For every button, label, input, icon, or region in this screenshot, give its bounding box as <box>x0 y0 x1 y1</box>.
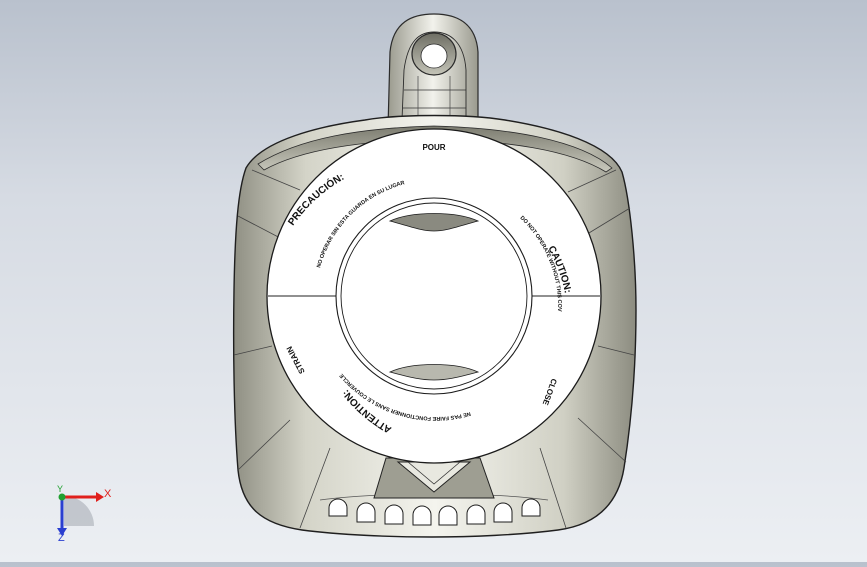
vent-slot <box>466 504 486 525</box>
orientation-triad: X Y Z <box>57 484 112 544</box>
y-axis-label: Y <box>57 484 63 494</box>
bottom-grip-notch <box>388 364 480 381</box>
vent-slot <box>412 505 432 526</box>
lid-cover-disc <box>266 128 602 464</box>
vent-slot <box>384 504 404 525</box>
vent-slot <box>521 498 541 517</box>
vent-slot <box>493 502 513 523</box>
y-axis <box>58 493 66 501</box>
pour-label: POUR <box>422 143 445 152</box>
z-axis-label: Z <box>58 532 65 544</box>
top-grip-notch <box>388 213 480 232</box>
vent-slot <box>328 498 348 517</box>
vent-slot <box>438 505 458 526</box>
pour-spout-handle <box>387 13 479 129</box>
x-axis-label: X <box>104 488 112 500</box>
vent-slot <box>356 502 376 523</box>
strainer-vents <box>328 457 541 526</box>
